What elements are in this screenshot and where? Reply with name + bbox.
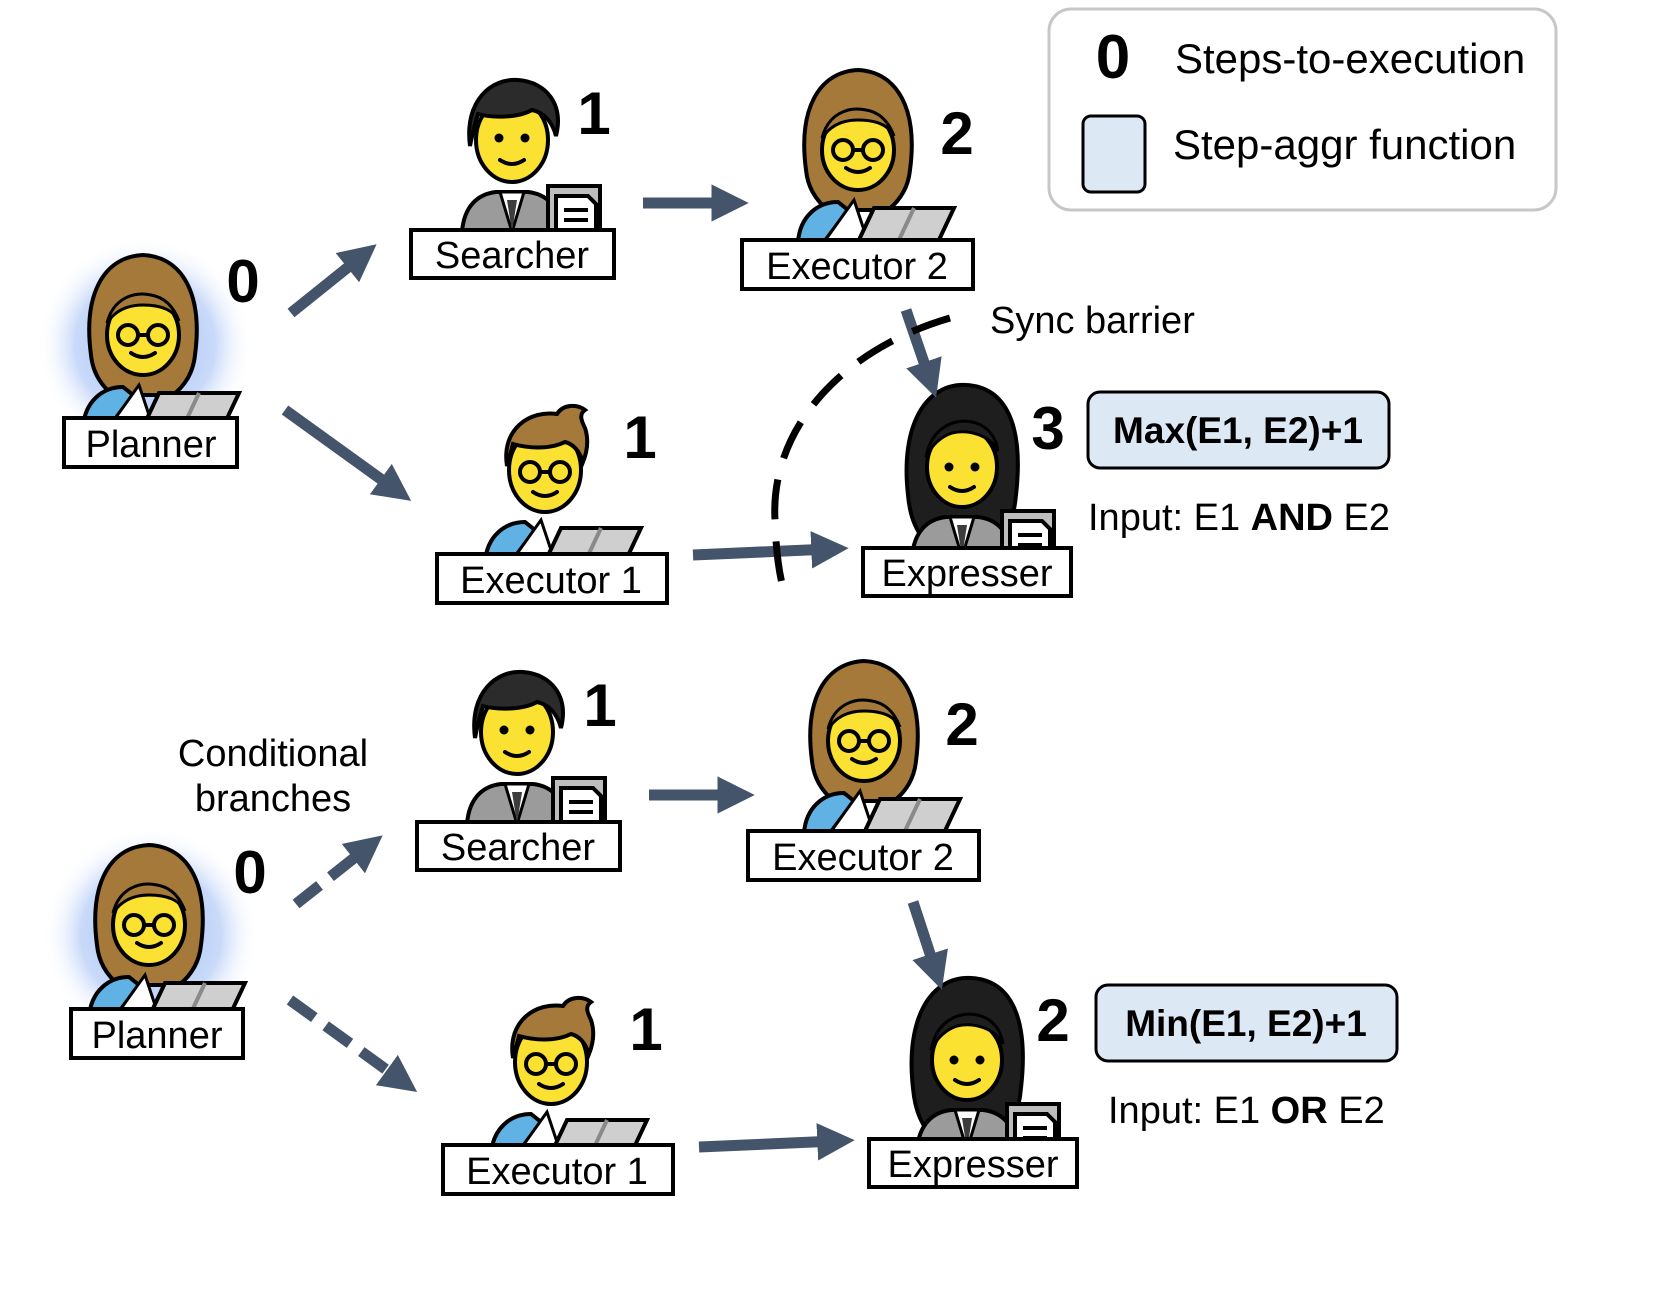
legend-aggr-swatch: [1081, 114, 1147, 194]
executor2-label: Executor 2: [766, 246, 948, 288]
planner-label-box: [62, 416, 239, 469]
executor1-avatar: [483, 403, 643, 564]
arrow-planner-to-searcher: [287, 244, 377, 318]
top-expresser: Expresser 3: [861, 382, 1073, 598]
planner-step: 0: [226, 248, 259, 315]
executor2-step: 2: [940, 100, 973, 167]
bottom-workflow: Planner 0 Conditional branches Searcher …: [43, 659, 1399, 1196]
searcher-label-box: [415, 820, 622, 872]
executor2-avatar: [802, 659, 962, 835]
searcher-step: 1: [583, 672, 616, 739]
executor2-label: Executor 2: [772, 837, 954, 879]
arrow-executor1-to-expresser: [692, 531, 849, 569]
legend-step-symbol: 0: [1096, 23, 1130, 92]
expresser-step: 2: [1036, 987, 1069, 1054]
planner-label-box: [69, 1007, 245, 1060]
expresser-label: Expresser: [887, 1144, 1058, 1186]
top-executor2: Executor 2 2: [740, 68, 975, 291]
dashed-arrow-planner-to-searcher: [292, 835, 383, 909]
arrow-executor2-to-expresser: [900, 308, 942, 398]
bottom-input-condition: Input: E1 OR E2: [1108, 1090, 1385, 1132]
executor1-label: Executor 1: [460, 560, 642, 602]
executor2-label-box: [746, 829, 981, 882]
arrow-planner-to-executor1: [281, 405, 412, 501]
searcher-label: Searcher: [435, 235, 590, 277]
max-aggr-label: Max(E1, E2)+1: [1113, 410, 1363, 451]
planner-step: 0: [233, 839, 266, 906]
bottom-searcher: Searcher 1: [415, 669, 622, 872]
legend: 0 Steps-to-execution Step-aggr function: [1047, 7, 1558, 212]
legend-step-label: Steps-to-execution: [1175, 35, 1525, 82]
planner-label: Planner: [92, 1015, 223, 1057]
bottom-planner: Planner 0: [43, 827, 267, 1060]
expresser-step: 3: [1031, 395, 1064, 462]
expresser-label-box: [867, 1137, 1079, 1189]
executor1-step: 1: [623, 404, 656, 471]
executor1-step: 1: [629, 996, 662, 1063]
conditional-branches-line2: branches: [195, 778, 351, 820]
searcher-step: 1: [577, 80, 610, 147]
max-aggr-box: [1086, 390, 1391, 470]
dashed-arrow-planner-to-executor1: [286, 995, 418, 1092]
executor2-avatar: [796, 68, 956, 244]
sync-barrier-arc: [771, 314, 951, 600]
arrow-executor2-to-expresser: [907, 900, 948, 990]
bottom-executor1: Executor 1 1: [441, 995, 675, 1196]
bottom-expresser: Expresser 2: [867, 975, 1079, 1189]
executor1-label-box: [435, 552, 669, 605]
planner-label: Planner: [86, 424, 217, 466]
expresser-label-box: [861, 546, 1073, 598]
top-executor1: Executor 1 1: [435, 403, 669, 605]
executor2-label-box: [740, 238, 975, 291]
searcher-label: Searcher: [441, 827, 596, 869]
min-aggr-label: Min(E1, E2)+1: [1125, 1003, 1367, 1044]
expresser-label: Expresser: [881, 553, 1052, 595]
conditional-branches-line1: Conditional: [178, 733, 368, 775]
top-input-condition: Input: E1 AND E2: [1088, 497, 1390, 539]
sync-barrier-label: Sync barrier: [990, 300, 1195, 342]
arrow-executor1-to-expresser: [698, 1123, 855, 1161]
searcher-label-box: [409, 228, 616, 280]
executor2-step: 2: [945, 691, 978, 758]
legend-aggr-label: Step-aggr function: [1173, 121, 1516, 168]
executor1-label: Executor 1: [466, 1151, 648, 1193]
executor1-avatar: [489, 995, 649, 1156]
legend-frame: [1047, 7, 1558, 212]
top-searcher: Searcher 1: [409, 77, 616, 280]
bottom-executor2: Executor 2 2: [746, 659, 981, 882]
top-planner: Planner 0: [37, 237, 260, 469]
top-workflow: Planner 0 Searcher 1 Executor 2 2 Execut…: [37, 68, 1391, 605]
min-aggr-box: [1094, 983, 1399, 1063]
executor1-label-box: [441, 1143, 675, 1196]
